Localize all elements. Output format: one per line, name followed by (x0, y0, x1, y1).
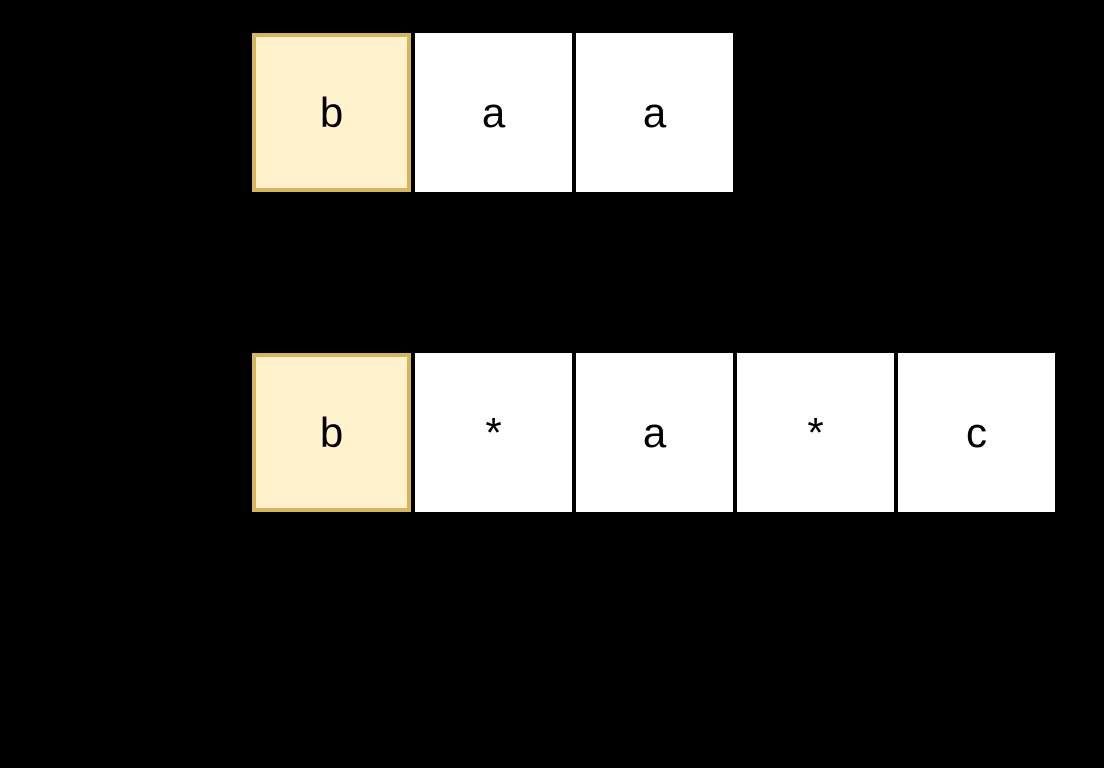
tape-cell: a (576, 33, 733, 192)
tape-cell: a (576, 353, 733, 512)
tape-cell: a (415, 33, 572, 192)
tape-cell-label: c (966, 408, 987, 456)
tape-cell-highlighted: b (252, 353, 411, 512)
tape-cell-label: a (642, 408, 667, 456)
tape-cell-label: b (319, 408, 344, 456)
tape-cell-highlighted: b (252, 33, 411, 192)
tape-cell-label: * (807, 408, 824, 456)
tape-cell-label: * (485, 408, 502, 456)
tape-cell: * (737, 353, 894, 512)
tape-cell: * (415, 353, 572, 512)
tape-row-bottom: b * a * c (252, 353, 1055, 512)
tape-cell-label: b (319, 88, 344, 136)
tape-cell-label: a (642, 88, 667, 136)
tape-cell: c (898, 353, 1055, 512)
tape-cell-label: a (481, 88, 506, 136)
